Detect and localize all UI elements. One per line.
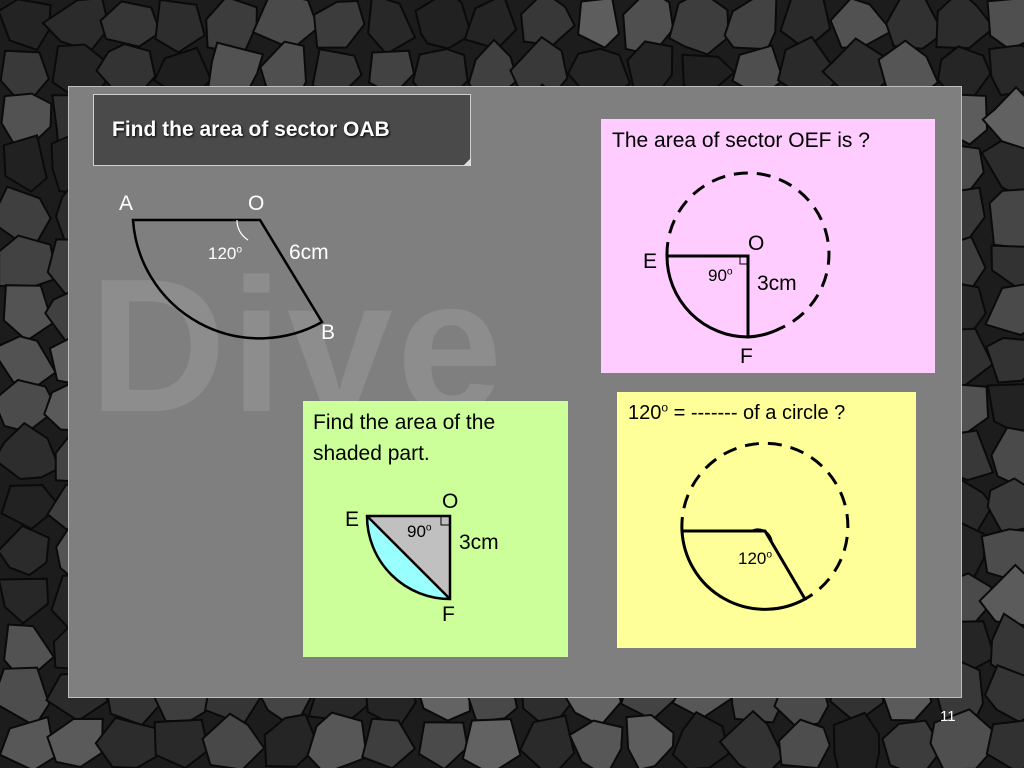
background-shard bbox=[986, 477, 1024, 534]
pink-question-text: The area of sector OEF is ? bbox=[612, 129, 870, 152]
green-question-line1: Find the area of the bbox=[313, 411, 496, 434]
background-shard bbox=[984, 283, 1024, 337]
background-shard bbox=[568, 719, 624, 768]
green-radius-3cm: 3cm bbox=[459, 531, 499, 554]
green-label-o: O bbox=[442, 490, 459, 513]
pink-radius-3cm: 3cm bbox=[757, 272, 797, 295]
pink-angle-90: 90o bbox=[708, 266, 733, 285]
yellow-question-text: 120o = ------- of a circle ? bbox=[628, 400, 846, 424]
background-shard bbox=[978, 563, 1024, 627]
label-o: O bbox=[248, 192, 265, 215]
slide-title: Find the area of sector OAB bbox=[93, 94, 471, 166]
background-shard bbox=[985, 336, 1024, 384]
background-shard bbox=[0, 577, 50, 625]
background-shard bbox=[832, 711, 881, 768]
background-shard bbox=[985, 719, 1024, 768]
slide-title-text: Find the area of sector OAB bbox=[112, 118, 390, 141]
background-shard bbox=[777, 718, 831, 768]
background-shard bbox=[988, 44, 1024, 97]
green-sector-outline bbox=[365, 514, 452, 601]
background-shard bbox=[263, 713, 320, 768]
background-shard bbox=[414, 0, 473, 50]
green-right-angle-mark bbox=[440, 515, 451, 526]
background-shard bbox=[2, 284, 54, 342]
green-question-line2: shaded part. bbox=[313, 442, 430, 465]
background-shard bbox=[980, 139, 1024, 199]
green-label-e: E bbox=[345, 508, 360, 531]
yellow-angle-arc bbox=[750, 528, 773, 544]
background-shard bbox=[0, 0, 52, 52]
label-b: B bbox=[321, 321, 336, 344]
background-shard bbox=[154, 0, 206, 54]
background-shard bbox=[981, 85, 1024, 153]
background-shard bbox=[0, 524, 50, 577]
green-label-f: F bbox=[442, 603, 455, 626]
background-shard bbox=[2, 134, 48, 193]
background-shard bbox=[361, 717, 417, 768]
oef-dashed-circle bbox=[665, 171, 831, 330]
sector-oab-outline bbox=[131, 218, 324, 340]
radius-label-6cm: 6cm bbox=[289, 241, 329, 264]
yellow-question-panel: 120o = ------- of a circle ? bbox=[617, 392, 916, 648]
background-shard bbox=[935, 0, 996, 50]
background-shard bbox=[881, 719, 944, 768]
sector-oab-angle-arc bbox=[236, 219, 249, 241]
background-shard bbox=[885, 0, 945, 50]
yellow-sector-outline bbox=[680, 529, 808, 611]
title-fold-corner bbox=[463, 158, 471, 166]
background-shard bbox=[0, 421, 61, 481]
label-a: A bbox=[119, 192, 134, 215]
background-shard bbox=[153, 718, 210, 768]
background-shard bbox=[201, 712, 266, 768]
background-shard bbox=[99, 0, 162, 48]
background-shard bbox=[577, 0, 620, 49]
background-shard bbox=[417, 721, 469, 768]
background-shard bbox=[625, 713, 675, 768]
page-number: 11 bbox=[940, 708, 956, 725]
pink-question-panel: The area of sector OEF is ? bbox=[601, 119, 935, 373]
background-shard bbox=[0, 483, 61, 531]
green-chord-ef bbox=[366, 515, 451, 600]
pink-label-o: O bbox=[748, 232, 765, 255]
pink-label-e: E bbox=[643, 250, 658, 273]
background-shard bbox=[718, 709, 785, 768]
background-shard bbox=[990, 426, 1024, 490]
angle-label-120: 120o bbox=[208, 244, 243, 263]
background-shard bbox=[312, 0, 366, 49]
background-shard bbox=[668, 0, 730, 56]
background-shard bbox=[671, 710, 730, 768]
background-shard bbox=[306, 711, 368, 768]
background-shard bbox=[929, 708, 998, 768]
oef-right-angle-mark bbox=[739, 255, 749, 265]
yellow-angle-120: 120o bbox=[738, 549, 773, 568]
pink-label-f: F bbox=[740, 345, 753, 368]
background-shard bbox=[46, 717, 104, 768]
oef-sector-outline bbox=[665, 254, 750, 339]
yellow-dashed-circle bbox=[680, 441, 850, 601]
green-angle-90: 90o bbox=[407, 522, 432, 541]
background-shard bbox=[518, 714, 576, 768]
background-shard bbox=[461, 717, 522, 768]
background-shard bbox=[0, 715, 57, 768]
